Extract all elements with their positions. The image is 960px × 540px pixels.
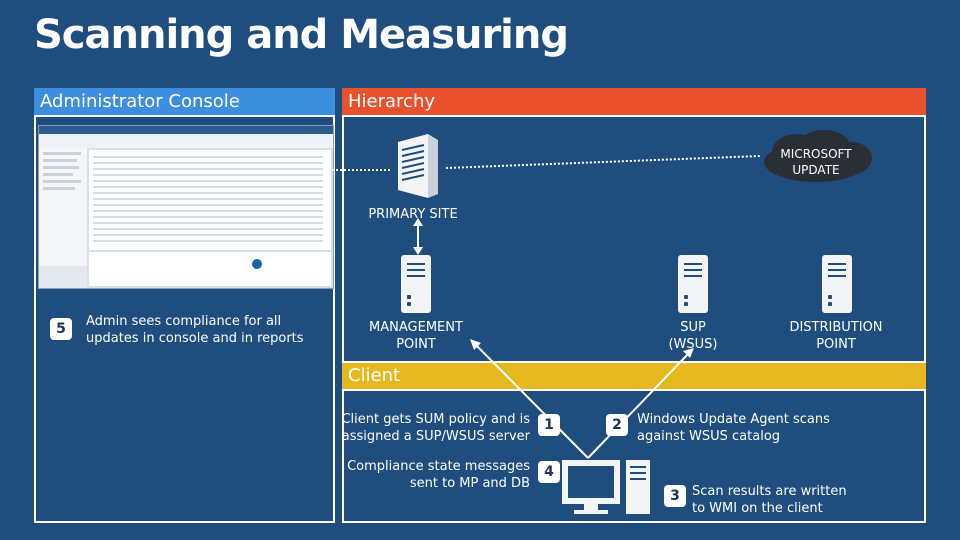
distribution-point-label: DISTRIBUTION POINT xyxy=(789,320,883,352)
step-2-badge: 2 xyxy=(606,414,628,436)
console-screenshot-art xyxy=(39,126,333,288)
client-panel xyxy=(342,389,926,523)
sup-label: SUP (WSUS) xyxy=(668,320,718,352)
step-3-text: Scan results are written to WMI on the c… xyxy=(692,484,847,516)
primary-site-label: PRIMARY SITE xyxy=(368,207,458,222)
sup-server-icon xyxy=(678,255,708,313)
client-computer-icon xyxy=(562,460,650,514)
management-point-server-icon xyxy=(401,255,431,313)
step-4-badge: 4 xyxy=(538,461,560,483)
hierarchy-bar: Hierarchy xyxy=(342,88,926,115)
distribution-point-server-icon xyxy=(822,255,852,313)
step-2-text: Windows Update Agent scans against WSUS … xyxy=(637,412,830,444)
step-4-text: Compliance state messages sent to MP and… xyxy=(347,459,530,491)
step-1-text: Client gets SUM policy and is assigned a… xyxy=(341,412,530,444)
client-bar: Client xyxy=(342,362,926,389)
admin-console-label: Administrator Console xyxy=(40,91,240,112)
hierarchy-panel xyxy=(342,115,926,363)
client-label: Client xyxy=(348,365,401,386)
admin-console-panel xyxy=(34,115,335,523)
console-screenshot xyxy=(38,125,334,289)
step-1-badge: 1 xyxy=(538,414,560,436)
admin-console-bar: Administrator Console xyxy=(34,88,335,115)
page-title: Scanning and Measuring xyxy=(34,12,569,58)
server-rack-icon xyxy=(398,134,438,198)
management-point-label: MANAGEMENT POINT xyxy=(369,320,463,352)
step-5-badge: 5 xyxy=(50,318,72,340)
step-5-text: Admin sees compliance for all updates in… xyxy=(86,314,304,346)
step-3-badge: 3 xyxy=(664,485,686,507)
cloud-label: MICROSOFT UPDATE xyxy=(780,147,852,177)
cloud-icon xyxy=(764,130,872,182)
hierarchy-label: Hierarchy xyxy=(348,91,436,112)
